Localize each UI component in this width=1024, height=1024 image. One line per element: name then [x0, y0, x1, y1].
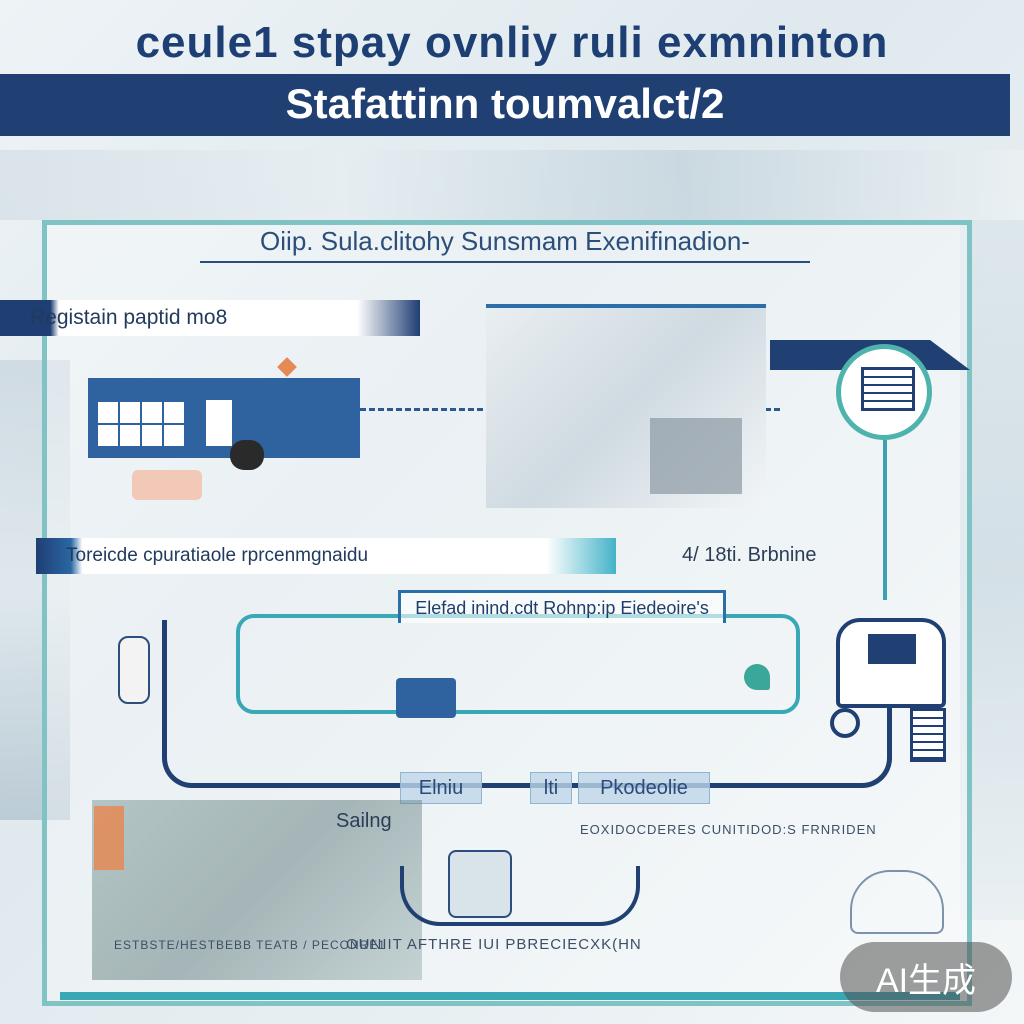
section1-banner: Registain paptid mo8: [0, 300, 420, 336]
pill-mid: lti: [530, 772, 572, 804]
band-title: Stafattinn toumvalct/2: [285, 80, 725, 127]
laptop-icon: [396, 678, 456, 718]
building-door: [206, 400, 232, 446]
pill-left: Elniu: [400, 772, 482, 804]
bottom-flow-curve: [400, 866, 640, 926]
magnifier-icon: [830, 708, 860, 738]
title-band: [0, 74, 1010, 136]
machine-screen-icon: [868, 634, 916, 664]
flow-label: Elefad inind.cdt Rohnp:ip Eiedeoire's: [398, 590, 726, 623]
dark-block-photo: [650, 418, 742, 494]
person-figure-2: [118, 636, 150, 704]
lower-photo-left: [92, 800, 422, 980]
building-window-grid: [96, 400, 186, 446]
orange-marker: [94, 806, 124, 870]
top-title: ceule1 stpay ovnliy ruli exmninton: [135, 18, 889, 67]
people-group-figure: [448, 850, 512, 918]
plant-icon: [744, 664, 770, 690]
megaphone-icon: [230, 440, 264, 470]
person-figure-1: [132, 470, 202, 500]
section2-banner: Toreicde cpuratiaole rprcenmgnaidu: [36, 538, 616, 574]
lower-right-caption: EOXIDOCDERES CUNITIDOD:S FRNRIDEN: [580, 822, 877, 837]
document-sheet-icon: [861, 367, 915, 411]
flow-loop-inner: [236, 614, 800, 714]
diagram-subtitle: Oiip. Sula.clitohy Sunsmam Exenifinadion…: [200, 226, 810, 263]
document-circle-icon: [836, 344, 932, 440]
tree-sketch-icon: [850, 870, 944, 934]
bottom-caption: OUNIIT AFTHRE IUI PBRECIECXK(HN: [346, 936, 642, 953]
bottom-bar: [60, 992, 960, 1000]
pill-right: Pkodeolie: [578, 772, 710, 804]
background-wash-top: [0, 150, 1024, 220]
lower-label: Sailng: [336, 810, 392, 832]
section2-side-label: 4/ 18ti. Brbnine: [682, 544, 817, 566]
clipboard-icon: [910, 708, 946, 762]
vertical-connector-right: [883, 440, 887, 600]
building-illustration: [88, 378, 360, 458]
section1-label: Registain paptid mo8: [30, 306, 228, 329]
bottom-left-caption: ESTBSTE/HESTBEBB TEATB / PECONRE1: [114, 938, 386, 952]
machine-illustration: [836, 618, 946, 708]
background-wash-left: [0, 360, 70, 820]
section2-label: Toreicde cpuratiaole rprcenmgnaidu: [66, 545, 369, 566]
ai-generated-badge: AI生成: [840, 942, 1012, 1012]
